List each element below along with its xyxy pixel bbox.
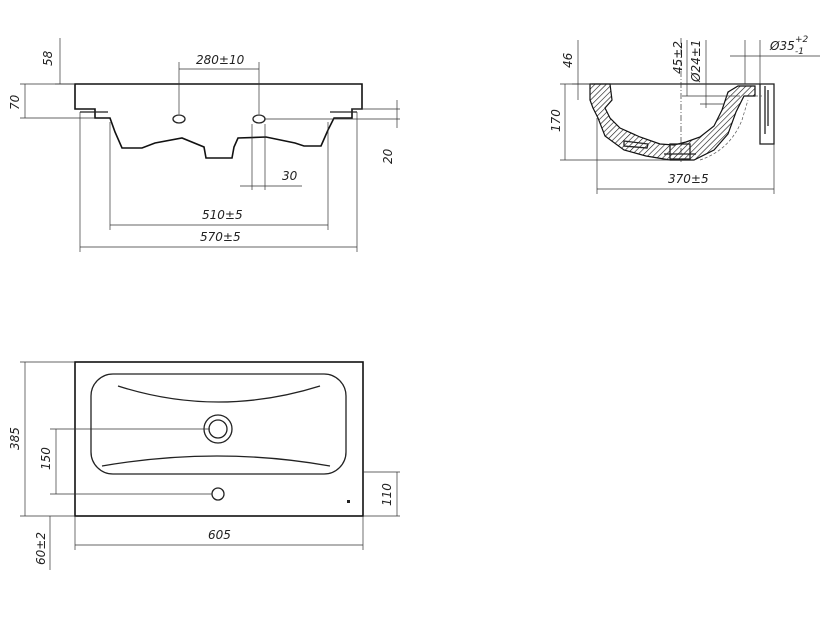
side-section-shell (589, 83, 756, 161)
front-view-outline (74, 83, 363, 159)
dim-605: 605 (208, 528, 231, 542)
dim-20: 20 (381, 148, 395, 164)
front-view: 58 70 280±10 20 30 510±5 570±5 (8, 38, 400, 252)
dim-35-tol-upper: +2 (795, 35, 809, 45)
dim-35: Ø35 (769, 39, 795, 53)
dim-60: 60±2 (34, 532, 48, 565)
basin (90, 373, 347, 475)
dim-35-tol-lower: -1 (795, 47, 804, 57)
tap-hole-left (172, 114, 186, 124)
dim-45: 45±2 (671, 41, 685, 74)
dim-70: 70 (8, 94, 22, 110)
top-view: 385 150 110 605 60±2 (8, 361, 400, 570)
dim-170: 170 (549, 109, 563, 132)
dim-370: 370±5 (668, 172, 709, 186)
tap-hole-top (211, 487, 225, 501)
dim-30: 30 (282, 169, 298, 183)
tap-hole-right (252, 114, 266, 124)
dim-570: 570±5 (200, 230, 241, 244)
dim-24: Ø24±1 (689, 40, 703, 83)
dim-150: 150 (39, 447, 53, 470)
dim-46: 46 (561, 52, 575, 68)
drain-inner (208, 419, 228, 439)
dim-58: 58 (41, 50, 55, 66)
dim-510: 510±5 (202, 208, 243, 222)
dim-110: 110 (380, 483, 394, 506)
dim-385: 385 (8, 427, 22, 450)
top-view-outline (74, 361, 364, 517)
side-view: 46 170 45±2 Ø24±1 Ø35 +2 -1 370±5 (549, 35, 820, 194)
dim-280: 280±10 (196, 53, 245, 67)
